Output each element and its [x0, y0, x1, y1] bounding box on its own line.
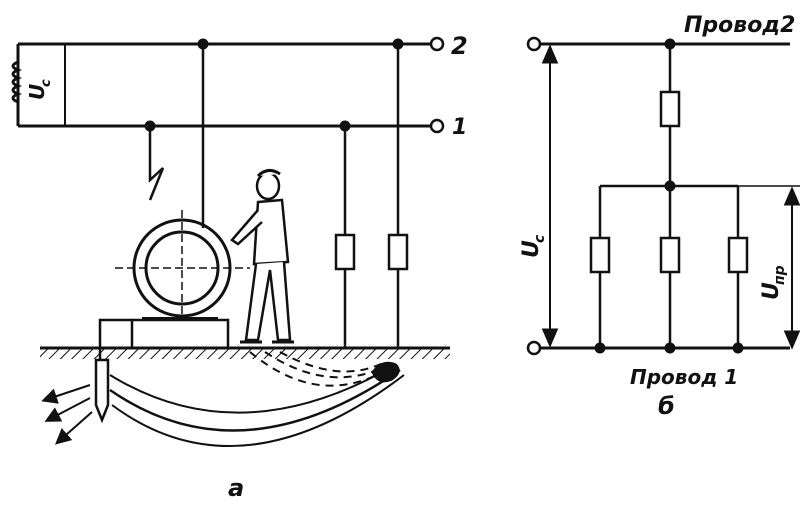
spreading-arrow [41, 384, 91, 404]
person-icon [230, 169, 294, 344]
earth-electrode-icon [94, 358, 110, 424]
figure-b [526, 36, 800, 356]
series-resistor-icon [659, 90, 681, 128]
arrow-head [541, 44, 559, 64]
terminal-1-label: 1 [452, 115, 467, 140]
terminal-2-label: 2 [451, 32, 468, 60]
source-voltage-symbol: U [25, 84, 49, 100]
insulation-resistor-icon [334, 233, 356, 271]
wire-2-label: Провод2 [684, 13, 795, 38]
ground-hatch [40, 349, 450, 359]
touch-voltage-label: U пр [759, 265, 788, 300]
junction-dot [664, 342, 676, 354]
terminal-1-circle [429, 118, 445, 134]
figure-a-caption: а [228, 474, 244, 502]
junction-dot [732, 342, 744, 354]
source-voltage-label-a: U c [25, 79, 54, 100]
source-voltage-label-b: U c [519, 234, 548, 258]
earth-current-path [109, 368, 401, 432]
source-voltage-subscript: c [39, 79, 54, 87]
source-coil-icon [11, 60, 23, 104]
earth-current-path [279, 351, 386, 373]
arrow-head [783, 330, 800, 350]
parallel-resistor-icon [727, 236, 749, 274]
parallel-resistor-icon [659, 236, 681, 274]
source-voltage-subscript: c [532, 234, 548, 243]
spreading-arrow [55, 411, 93, 445]
figure-a [11, 36, 450, 447]
earth-current-path [109, 364, 396, 414]
grounding-point-blob [371, 361, 400, 383]
figure-b-caption: б [658, 392, 675, 420]
wire-1-label: Провод 1 [630, 365, 738, 389]
parallel-resistor-icon [589, 236, 611, 274]
terminal-b-bottom [526, 340, 542, 356]
arrow-head [541, 328, 559, 348]
spreading-arrow [44, 397, 91, 422]
terminal-2-circle [429, 36, 445, 52]
junction-dot [594, 342, 606, 354]
touch-voltage-symbol: U [759, 282, 784, 300]
motor-base [130, 318, 230, 350]
touch-voltage-subscript: пр [772, 265, 788, 285]
earth-current-path [111, 374, 405, 447]
insulation-resistor-icon [387, 233, 409, 271]
source-voltage-symbol: U [519, 240, 544, 258]
terminal-b-top [526, 36, 542, 52]
fault-zigzag [148, 126, 165, 201]
arrow-head [783, 186, 800, 206]
